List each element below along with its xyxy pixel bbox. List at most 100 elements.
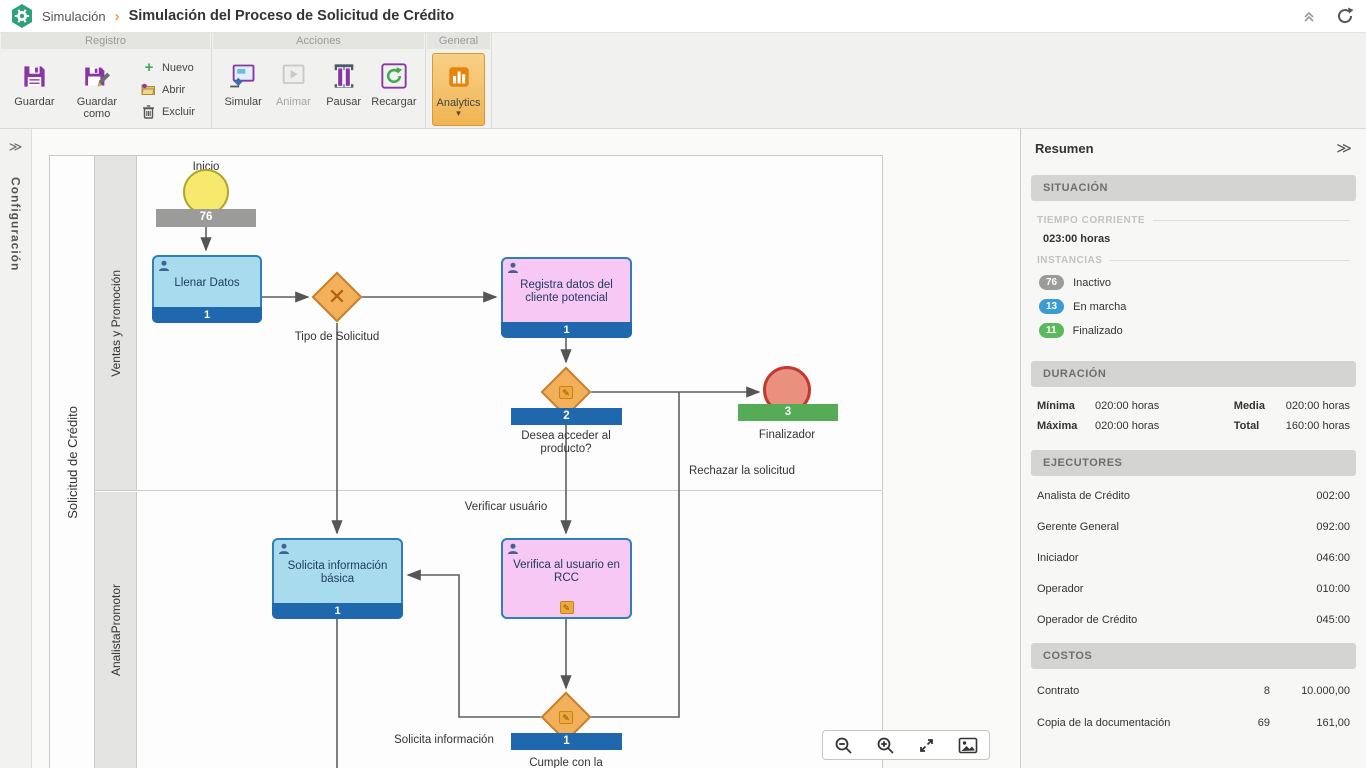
abrir-label: Abrir (162, 84, 185, 96)
animar-button[interactable]: Animar (268, 53, 318, 126)
ribbon-group-acciones: Acciones Simular (212, 33, 426, 128)
tiempo-corriente-label: TIEMPO CORRIENTE (1037, 215, 1350, 226)
flow-verificar-label: Verificar usuário (446, 501, 566, 514)
section-costos[interactable]: COSTOS (1031, 643, 1356, 669)
gateway-desea-count-badge: 2 (511, 408, 622, 425)
ejecutor-row: Operador de Crédito 045:00 (1021, 604, 1366, 635)
ejecutor-row: Iniciador 046:00 (1021, 542, 1366, 573)
resumen-header: Resumen ≫ (1021, 129, 1366, 167)
gateway-x-marker: ✕ (319, 279, 355, 315)
save-icon (21, 59, 48, 93)
end-event-count-badge: 3 (738, 404, 838, 421)
task-llenar-datos[interactable]: Llenar Datos 1 (152, 255, 262, 323)
user-task-icon (158, 260, 170, 272)
diagram-canvas[interactable]: Solicitud de Crédito Ventas y Promoción … (32, 129, 1020, 768)
pausar-label: Pausar (326, 96, 361, 108)
analytics-caret-icon: ▾ (456, 109, 461, 117)
instancias-label: INSTANCIAS (1037, 255, 1350, 266)
ejecutor-row: Operador 010:00 (1021, 573, 1366, 604)
page-title: Simulación del Proceso de Solicitud de C… (129, 8, 455, 24)
costo-row: Contrato 8 10.000,00 (1021, 675, 1366, 707)
guardar-como-button[interactable]: Guardar como (63, 53, 131, 126)
tiempo-corriente-value: 023:00 horas (1043, 233, 1350, 245)
user-task-icon (507, 262, 519, 274)
task-registra-datos-label: Registra datos del cliente potencial (509, 279, 624, 305)
plus-icon: + (141, 60, 157, 76)
save-as-icon (83, 59, 110, 93)
task-verifica-rcc-label: Verifica al usuario en RCC (509, 559, 624, 585)
en-marcha-count-badge: 13 (1039, 299, 1064, 314)
user-task-icon (507, 543, 519, 555)
analytics-button[interactable]: Analytics ▾ (432, 53, 485, 126)
task-solicita-informacion-count: 1 (272, 603, 403, 619)
rule-icon: ✎ (559, 386, 573, 399)
analytics-icon (446, 60, 472, 94)
resumen-panel: Resumen ≫ SITUACIÓN TIEMPO CORRIENTE 023… (1020, 129, 1366, 768)
app-logo-icon (10, 3, 34, 29)
task-registra-datos-count: 1 (501, 322, 632, 338)
group-label-general: General (427, 33, 490, 49)
lane-analista-promotor: AnalistaPromotor (95, 492, 137, 768)
sidebar-configuracion[interactable]: ≫ Configuración (0, 129, 32, 768)
simulate-icon (229, 59, 257, 93)
collapse-ribbon-icon[interactable] (1298, 5, 1320, 27)
lane-divider (136, 490, 883, 491)
pool-label-text: Solicitud de Crédito (65, 406, 80, 519)
breadcrumb-chevron-icon: › (115, 8, 120, 25)
animate-icon (279, 59, 307, 93)
guardar-button[interactable]: Guardar (6, 53, 63, 126)
excluir-label: Excluir (162, 106, 195, 118)
flow-rechazar-label: Rechazar la solicitud (662, 465, 822, 478)
ribbon-toolbar: Registro Guardar (0, 33, 1366, 129)
export-image-button[interactable] (950, 732, 986, 758)
simular-button[interactable]: Simular (218, 53, 268, 126)
nuevo-button[interactable]: + Nuevo (137, 57, 199, 79)
ejecutor-row: Analista de Crédito 002:00 (1021, 480, 1366, 511)
lane1-label: Ventas y Promoción (109, 270, 123, 377)
ejecutor-row: Gerente General 092:00 (1021, 511, 1366, 542)
section-duracion[interactable]: DURACIÓN (1031, 361, 1356, 387)
simular-label: Simular (224, 96, 261, 108)
ribbon-group-registro: Registro Guardar (0, 33, 212, 128)
user-task-icon (278, 543, 290, 555)
nuevo-label: Nuevo (162, 62, 194, 74)
expand-sidebar-icon[interactable]: ≫ (9, 139, 23, 155)
lane2-label: AnalistaPromotor (109, 584, 123, 676)
section-situacion[interactable]: SITUACIÓN (1031, 175, 1356, 201)
reload-icon (380, 59, 408, 93)
zoom-out-button[interactable] (826, 732, 862, 758)
costo-row: Copia de la documentación 69 161,00 (1021, 707, 1366, 739)
group-label-acciones: Acciones (213, 33, 424, 49)
task-registra-datos[interactable]: Registra datos del cliente potencial 1 (501, 257, 632, 338)
rule-icon: ✎ (559, 711, 573, 724)
gateway-cumple-count-badge: 1 (511, 733, 622, 750)
abrir-button[interactable]: Abrir (137, 79, 199, 101)
finalizado-count-badge: 11 (1039, 323, 1064, 338)
flow-solicita-label: Solicita información (384, 734, 504, 747)
task-solicita-informacion[interactable]: Solicita información básica 1 (272, 538, 403, 619)
recargar-button[interactable]: Recargar (369, 53, 419, 126)
duracion-grid: Mínima 020:00 horas Media 020:00 horas M… (1021, 387, 1366, 442)
instancia-finalizado-row: 11 Finalizado (1039, 323, 1350, 338)
section-ejecutores[interactable]: EJECUTORES (1031, 450, 1356, 476)
excluir-button[interactable]: Excluir (137, 101, 199, 123)
task-solicita-informacion-label: Solicita información básica (280, 560, 395, 586)
inactivo-count-badge: 76 (1039, 275, 1064, 290)
pause-icon (330, 59, 358, 93)
task-llenar-datos-label: Llenar Datos (174, 277, 239, 290)
pausar-button[interactable]: Pausar (319, 53, 369, 126)
guardar-como-label: Guardar como (63, 96, 131, 120)
zoom-in-button[interactable] (867, 732, 903, 758)
collapse-panel-icon[interactable]: ≫ (1336, 139, 1352, 157)
guardar-label: Guardar (14, 96, 54, 108)
folder-open-icon (141, 82, 157, 98)
fit-to-screen-button[interactable] (909, 732, 945, 758)
task-verifica-rcc[interactable]: Verifica al usuario en RCC ✎ (501, 538, 632, 619)
rule-icon: ✎ (560, 601, 574, 614)
pool-label: Solicitud de Crédito (50, 156, 95, 768)
animar-label: Animar (276, 96, 311, 108)
breadcrumb-simulacion[interactable]: Simulación (42, 9, 106, 24)
sidebar-configuracion-label: Configuración (9, 177, 23, 271)
refresh-icon[interactable] (1334, 5, 1356, 27)
